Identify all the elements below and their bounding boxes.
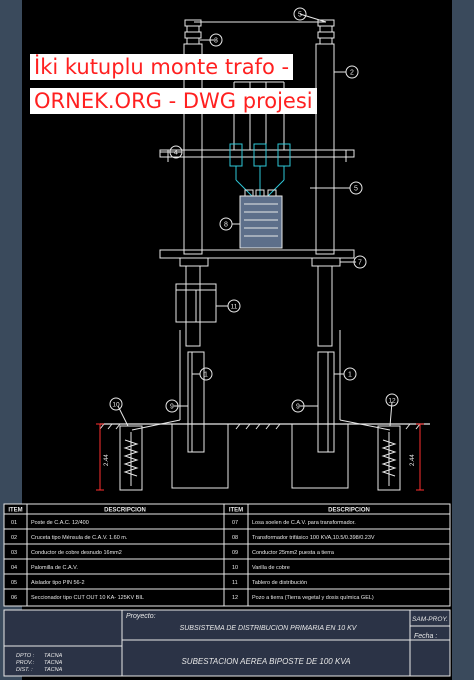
plano-title: SUBESTACION AEREA BIPOSTE DE 100 KVA [181,657,350,666]
proyecto-title: SUBSISTEMA DE DISTRIBUCION PRIMARIA EN 1… [180,625,358,632]
callout-5b: 5 [354,186,358,193]
callout-11: 11 [231,304,238,311]
callout-1b: 1 [348,372,352,379]
table-row-desc: Losa soelen de C.A.V. para transformador… [252,520,356,526]
callout-5: 5 [298,12,302,19]
callout-2: 2 [350,70,354,77]
table-header-item-right: ITEM [229,508,243,514]
table-row-desc: Poste de C.A.C. 12/400 [31,520,89,526]
table-row-desc: Palomilla de C.A.V. [31,565,78,571]
table-row-item: 01 [11,520,17,526]
table-row-desc: Tablero de distribución [252,580,307,586]
table-row-item: 07 [232,520,238,526]
table-row-desc: Aislador tipo PIN 56-2 [31,580,85,586]
title-block: Proyecto: SUBSISTEMA DE DISTRIBUCION PRI… [3,609,451,677]
table-row-item: 04 [11,565,17,571]
right-top-insulator [317,19,335,45]
code-label: SAM-PROY. [412,616,448,623]
table-row-item: 06 [11,595,17,601]
prov-value: TACNA [44,660,63,666]
table-row-item: 11 [232,580,238,586]
callout-9a: 9 [170,404,174,411]
prov-label: PROV.: [16,660,35,666]
elevation-view: 2.44 2.44 5 3 [96,7,430,491]
table-row-item: 03 [11,550,17,556]
callout-8: 8 [224,222,228,229]
callout-12: 12 [388,398,396,405]
table-row-desc: Pozo a tierra (Tierra vegetal y dosis qu… [252,595,374,601]
dim-right [416,423,424,491]
callout-10: 10 [112,402,120,409]
transformer-platform [159,249,355,259]
right-pole [315,43,335,453]
right-band [452,0,474,680]
callout-1a: 1 [204,372,208,379]
fecha-label: Fecha : [414,633,437,640]
table-row-desc: Transformador trifásico 100 KVA,10.5/0.3… [252,535,375,541]
cutout-fuses [229,143,291,197]
dim-left-label: 2.44 [104,454,110,466]
table-header-desc-left: DESCRIPCION [104,508,146,514]
table-row-desc: Conductor de cobre desnudo 16mm2 [31,550,122,556]
callout-4: 4 [174,150,178,157]
callout-9b: 9 [296,404,300,411]
callout-7: 7 [358,260,362,267]
table-row-item: 09 [232,550,238,556]
materials-table: ITEM DESCRIPCION ITEM DESCRIPCION 01 Pos… [3,503,451,607]
distribution-panel [175,283,217,323]
dist-value: TACNA [44,667,63,673]
table-row-item: 02 [11,535,17,541]
table-header-item-left: ITEM [8,508,22,514]
transformer [239,189,283,249]
dim-left [96,423,104,491]
callout-bubbles: 5 3 2 4 5 8 7 11 1 1 9 9 10 12 [109,7,399,413]
callout-3: 3 [214,38,218,45]
watermark-line-1: İki kutuplu monte trafo - [30,54,294,80]
dist-label: DIST. : [16,667,33,673]
dpto-value: TACNA [44,653,63,659]
table-header-desc-right: DESCRIPCION [328,508,370,514]
crossarm [159,149,355,158]
table-row-desc: Conductor 25mm2 puesta a tierra [252,550,335,556]
table-row-desc: Seccionador tipo CUT OUT 10 KA- 125KV BI… [31,595,144,601]
dim-right-label: 2.44 [410,454,416,466]
table-row-desc: Varilla de cobre [252,565,290,571]
table-row-item: 10 [232,565,238,571]
table-row-desc: Cruceta tipo Ménsula de C.A.V. 1.60 m. [31,535,128,541]
table-row-item: 05 [11,580,17,586]
dpto-label: DPTO : [16,653,35,659]
table-row-item: 12 [232,595,238,601]
table-row-item: 08 [232,535,238,541]
proyecto-label: Proyecto: [126,613,156,620]
watermark-line-2: ORNEK.ORG - DWG projesi [30,88,317,114]
